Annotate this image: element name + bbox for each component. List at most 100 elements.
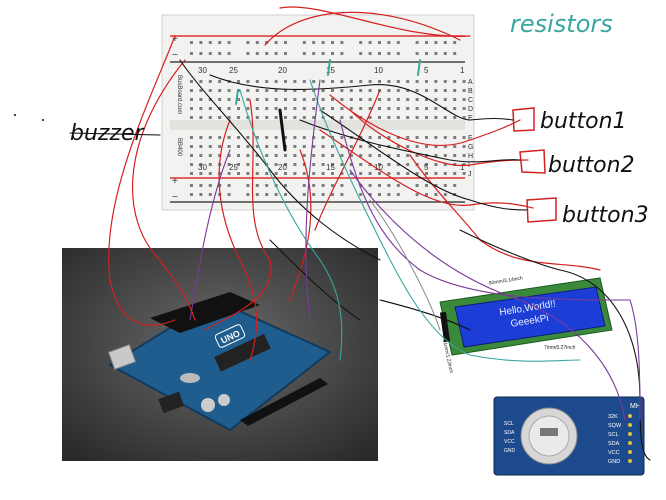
col-number: 30 xyxy=(198,163,207,172)
breadboard-hole xyxy=(237,163,240,166)
breadboard-hole xyxy=(415,184,419,187)
breadboard-hole xyxy=(443,154,447,157)
breadboard-hole xyxy=(368,145,372,148)
breadboard-hole xyxy=(208,80,212,83)
rtc-pin-label: VCC xyxy=(608,450,620,456)
breadboard-hole xyxy=(284,116,287,119)
arduino-header-top xyxy=(150,292,260,333)
capacitor xyxy=(201,398,215,412)
breadboard-hole xyxy=(349,172,353,175)
wire-red xyxy=(264,11,461,46)
breadboard-hole xyxy=(425,98,428,101)
row-letter: E xyxy=(468,115,473,122)
breadboard-hole xyxy=(284,107,287,110)
breadboard-hole xyxy=(255,80,259,83)
row-letter: J xyxy=(468,171,472,178)
breadboard-hole xyxy=(190,193,193,196)
col-number: 20 xyxy=(278,163,287,172)
breadboard-hole xyxy=(453,154,457,157)
breadboard-hole xyxy=(321,136,325,139)
col-number: 15 xyxy=(326,163,335,172)
button1-box xyxy=(512,107,535,132)
breadboard-hole xyxy=(453,89,457,92)
breadboard-hole xyxy=(378,41,381,44)
wire-black xyxy=(179,59,381,261)
resistor xyxy=(235,89,239,105)
arduino-photo: UNO xyxy=(62,248,378,461)
usb-port xyxy=(107,344,137,370)
breadboard-hole xyxy=(321,145,325,148)
breadboard-hole xyxy=(453,136,457,139)
breadboard-hole xyxy=(274,80,278,83)
breadboard-hole xyxy=(284,80,287,83)
breadboard-hole xyxy=(208,89,212,92)
purple-wires xyxy=(189,79,641,421)
breadboard-hole xyxy=(331,98,334,101)
breadboard-hole xyxy=(396,98,400,101)
breadboard-hole xyxy=(218,154,222,157)
breadboard-hole xyxy=(349,98,353,101)
col-number: 25 xyxy=(229,163,238,172)
breadboard-hole xyxy=(246,193,250,196)
breadboard-hole xyxy=(321,154,325,157)
breadboard-hole xyxy=(406,145,410,148)
breadboard-hole xyxy=(265,89,269,92)
breadboard-hole xyxy=(274,145,278,148)
breadboard-hole xyxy=(443,184,447,187)
breadboard-hole xyxy=(453,80,457,83)
breadboard-hole xyxy=(453,163,457,166)
breadboard-hole xyxy=(443,89,447,92)
breadboard-hole xyxy=(227,89,231,92)
breadboard-hole xyxy=(274,193,278,196)
breadboard-hole xyxy=(396,80,400,83)
breadboard-hole xyxy=(406,172,410,175)
breadboard-hole xyxy=(293,172,297,175)
breadboard-hole xyxy=(443,41,447,44)
breadboard-hole xyxy=(425,193,428,196)
rtc-pin-labels-left: SCL SDA VCC GND xyxy=(504,421,516,454)
breadboard-hole xyxy=(255,172,259,175)
breadboard-hole xyxy=(284,98,287,101)
breadboard-hole xyxy=(227,163,231,166)
breadboard-hole xyxy=(312,107,316,110)
breadboard-hole xyxy=(227,145,231,148)
breadboard-hole xyxy=(462,107,466,110)
breadboard-hole xyxy=(208,145,212,148)
breadboard-hole xyxy=(255,163,259,166)
breadboard-hole xyxy=(302,116,306,119)
breadboard-hole xyxy=(359,107,363,110)
wire-teal xyxy=(309,79,581,362)
breadboard-hole xyxy=(378,172,381,175)
breadboard-hole xyxy=(274,52,278,55)
rtc-pin-label: SCL xyxy=(608,432,619,438)
atmega-chip xyxy=(214,333,271,372)
rail-minus-bottom: − xyxy=(172,192,178,203)
breadboard-hole xyxy=(274,172,278,175)
breadboard-hole xyxy=(246,80,250,83)
breadboard-hole xyxy=(462,136,466,139)
breadboard-hole xyxy=(331,116,334,119)
breadboard-hole xyxy=(302,136,306,139)
breadboard-hole xyxy=(246,98,250,101)
breadboard-hole xyxy=(425,136,428,139)
breadboard-hole xyxy=(199,184,203,187)
breadboard-hole xyxy=(406,80,410,83)
breadboard-hole xyxy=(302,163,306,166)
breadboard-hole xyxy=(406,107,410,110)
lcd-module: Hello,World!! GeeekPi 80mm/3.14inch 7mm/… xyxy=(439,275,613,374)
breadboard-hole xyxy=(293,98,297,101)
breadboard-hole xyxy=(265,107,269,110)
breadboard-hole xyxy=(331,145,334,148)
breadboard-hole xyxy=(368,52,372,55)
breadboard-hole xyxy=(425,172,428,175)
breadboard-hole xyxy=(293,116,297,119)
breadboard-hole xyxy=(227,98,231,101)
col-number: 15 xyxy=(326,66,335,75)
breadboard-hole xyxy=(387,136,391,139)
breadboard-hole xyxy=(359,154,363,157)
col-number: 25 xyxy=(229,66,238,75)
breadboard-hole xyxy=(265,136,269,139)
breadboard-hole xyxy=(218,116,222,119)
breadboard-hole xyxy=(199,52,203,55)
